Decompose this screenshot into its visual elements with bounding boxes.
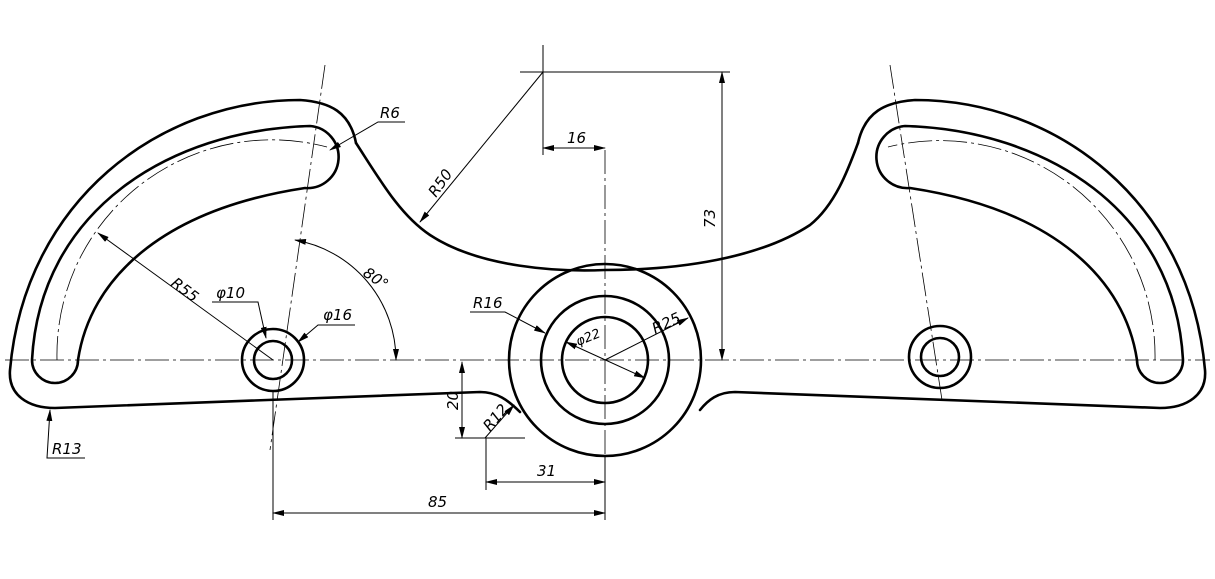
label-dim31: 31 (537, 462, 556, 480)
dia16-leader (297, 324, 355, 343)
part-outline (8, 98, 1207, 458)
dia22-line (565, 341, 646, 379)
dimension-geometry (46, 71, 730, 520)
left-radial-center-line (269, 64, 326, 451)
label-dim20: 20 (444, 391, 462, 410)
central-bore-circle (560, 315, 650, 405)
label-dim16: 16 (567, 129, 586, 147)
right-arm-outer-contour (698, 98, 1207, 412)
angle80-arc (294, 238, 399, 361)
left-slot-center-arc (56, 139, 328, 361)
right-slot-center-arc (887, 140, 1156, 361)
left-hole-circle (252, 339, 294, 381)
central-r25-circle (539, 294, 671, 426)
r16-leader (470, 311, 546, 334)
label-dim73: 73 (701, 209, 719, 228)
label-r25: R25 (649, 309, 683, 338)
center-lines (5, 45, 1210, 470)
r12-leader (484, 404, 515, 439)
right-slot (875, 124, 1185, 385)
label-r16: R16 (473, 294, 503, 312)
label-r6: R6 (380, 104, 400, 122)
label-angle80: 80° (360, 264, 392, 294)
label-dia16: φ16 (323, 306, 352, 324)
r50-leader (419, 71, 544, 223)
label-r13: R13 (52, 440, 82, 458)
label-dia10: φ10 (216, 284, 245, 302)
r13-leader (46, 409, 85, 459)
left-arm-outer-contour (8, 98, 522, 414)
label-dia22: φ22 (574, 326, 603, 349)
label-r12: R12 (479, 400, 512, 434)
r6-leader (329, 121, 405, 151)
label-r55: R55 (168, 274, 202, 306)
dimension-labels: R6 R50 16 73 80° R55 φ10 φ16 R16 R25 φ22… (52, 104, 719, 511)
label-dim85: 85 (428, 493, 447, 511)
right-boss-circle (907, 324, 973, 390)
dia10-leader (212, 301, 267, 339)
right-hole-circle (919, 336, 961, 378)
r55-leader (97, 232, 274, 361)
left-slot (30, 124, 340, 385)
r50-concave-arc (354, 141, 860, 272)
right-radial-center-line (889, 64, 943, 401)
